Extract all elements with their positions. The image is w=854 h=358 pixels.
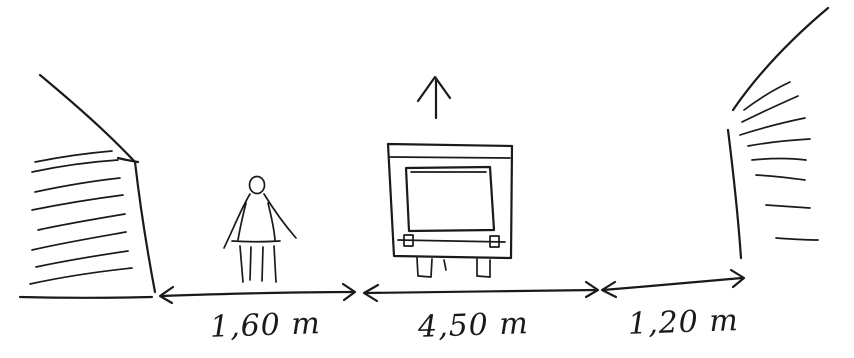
dimension-arrow-left [160, 284, 355, 303]
center-width-label: 4,50 m [417, 306, 529, 345]
right-building [728, 8, 828, 258]
pedestrian-figure [224, 177, 296, 283]
dimension-arrow-center [364, 282, 598, 301]
left-width-label: 1,60 m [209, 306, 321, 345]
vehicle-front-view [388, 144, 512, 277]
left-building [20, 75, 155, 298]
right-width-label: 1,20 m [627, 303, 739, 342]
up-arrow-icon [418, 77, 450, 118]
dimension-arrow-right [602, 270, 744, 297]
